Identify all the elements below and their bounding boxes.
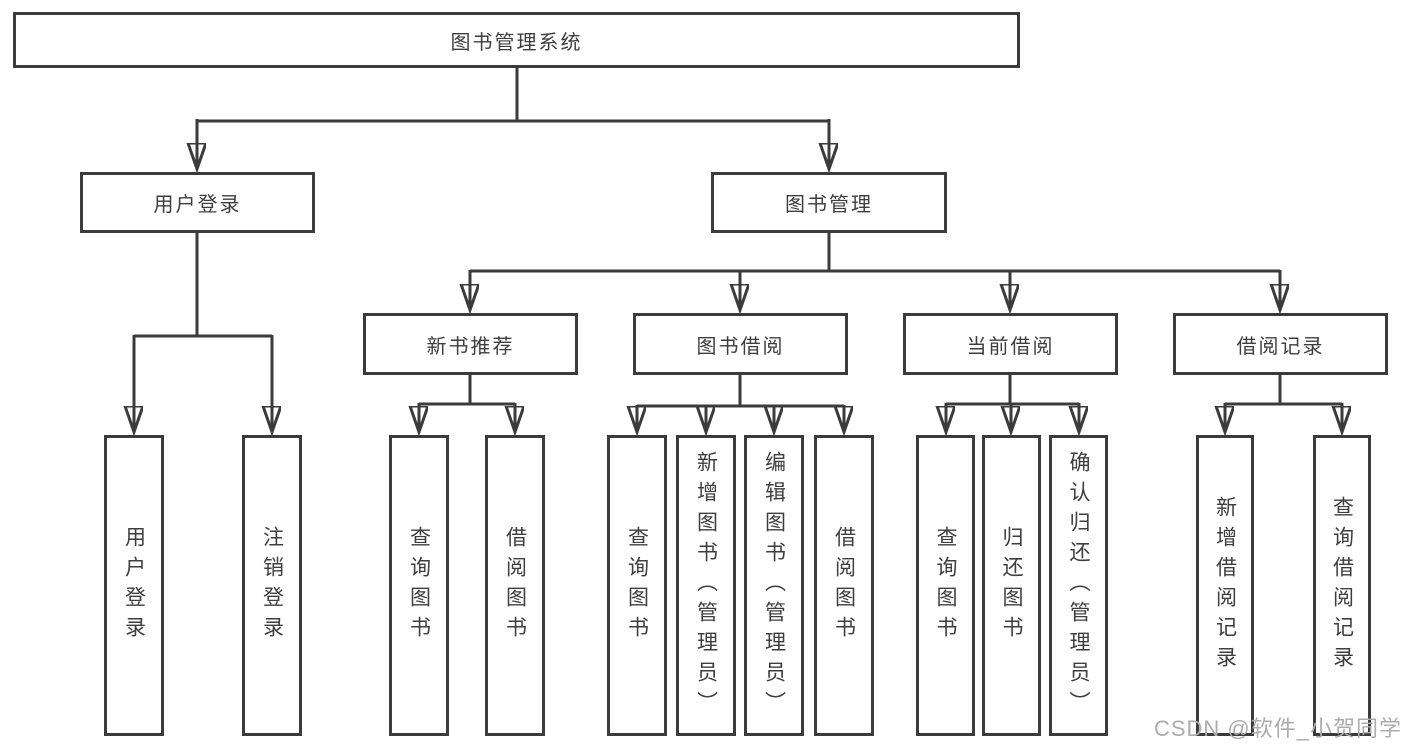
leaf-logout: 注销登录 [242, 435, 302, 736]
leaf-add-borrow-record: 新增借阅记录 [1196, 435, 1254, 736]
node-root-system: 图书管理系统 [13, 12, 1020, 68]
node-book-management-label: 图书管理 [785, 194, 873, 216]
node-book-borrow: 图书借阅 [633, 313, 848, 375]
node-user-login-label: 用户登录 [153, 194, 242, 216]
node-user-login: 用户登录 [80, 172, 315, 233]
leaf-recommend-query-books-label: 查询图书 [407, 525, 431, 646]
leaf-borrow-books-label: 借阅图书 [832, 525, 856, 646]
leaf-current-query-books: 查询图书 [916, 435, 975, 736]
leaf-edit-books-admin-label: 编辑图书（管理员） [762, 450, 786, 721]
leaf-recommend-borrow-books: 借阅图书 [485, 435, 545, 736]
node-borrow-records: 借阅记录 [1173, 313, 1388, 375]
leaf-edit-books-admin: 编辑图书（管理员） [744, 435, 804, 736]
leaf-recommend-borrow-books-label: 借阅图书 [503, 525, 527, 646]
csdn-watermark: CSDN @软件_小贺同学 [1153, 716, 1402, 741]
leaf-return-books: 归还图书 [982, 435, 1041, 736]
node-borrow-records-label: 借阅记录 [1236, 335, 1325, 358]
node-new-book-recommend-label: 新书推荐 [426, 335, 515, 358]
node-current-borrow-label: 当前借阅 [966, 335, 1055, 358]
leaf-add-books-admin: 新增图书（管理员） [676, 435, 736, 736]
leaf-query-borrow-record: 查询借阅记录 [1313, 435, 1371, 736]
node-root-label: 图书管理系统 [450, 31, 583, 54]
leaf-logout-label: 注销登录 [260, 525, 284, 646]
leaf-user-login-label: 用户登录 [122, 525, 146, 646]
node-book-management: 图书管理 [711, 172, 947, 233]
leaf-borrow-query-books: 查询图书 [607, 435, 667, 736]
leaf-return-books-label: 归还图书 [1000, 525, 1023, 646]
leaf-borrow-query-books-label: 查询图书 [625, 525, 649, 646]
leaf-user-login: 用户登录 [104, 435, 164, 736]
leaf-confirm-return-admin: 确认归还（管理员） [1049, 435, 1108, 736]
leaf-borrow-books: 借阅图书 [814, 435, 874, 736]
node-book-borrow-label: 图书借阅 [696, 335, 785, 358]
leaf-add-borrow-record-label: 新增借阅记录 [1213, 495, 1237, 676]
leaf-query-borrow-record-label: 查询借阅记录 [1330, 495, 1354, 676]
leaf-recommend-query-books: 查询图书 [389, 435, 449, 736]
node-new-book-recommend: 新书推荐 [363, 313, 578, 375]
node-current-borrow: 当前借阅 [903, 313, 1118, 375]
leaf-confirm-return-admin-label: 确认归还（管理员） [1067, 450, 1090, 721]
leaf-add-books-admin-label: 新增图书（管理员） [694, 450, 718, 721]
leaf-current-query-books-label: 查询图书 [934, 525, 957, 646]
